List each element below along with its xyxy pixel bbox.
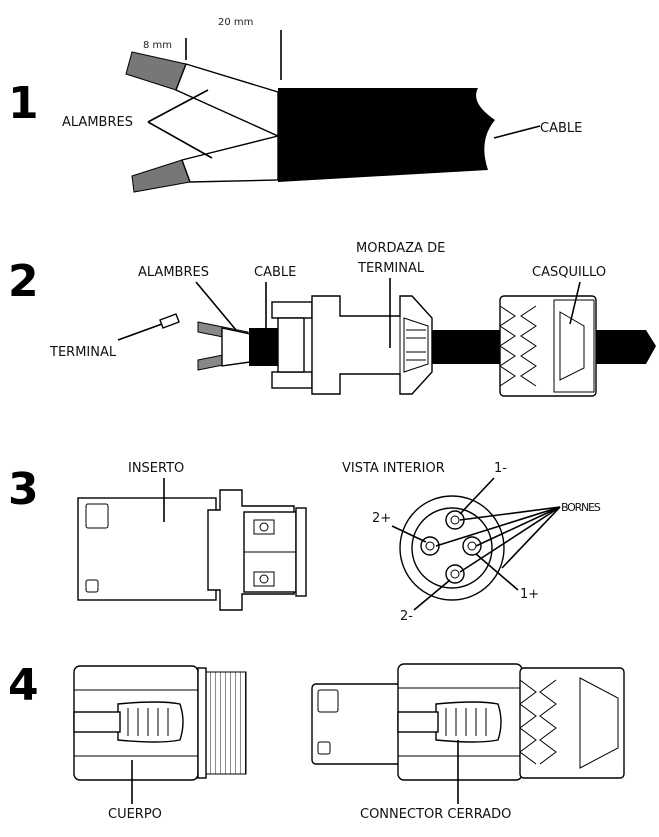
mordaza-label-line1: MORDAZA DE [356,241,445,256]
alambres-leader-lower [147,121,213,159]
alambres-leader-upper [147,89,209,123]
step-number-2: 2 [8,256,39,307]
alambres-label: ALAMBRES [62,115,133,130]
step-number-4: 4 [8,660,39,711]
lower-wire-insulation [181,135,279,183]
upper-wire-conductor [125,51,187,91]
terminal-leader [117,323,163,341]
pin-2-plus-leader [391,525,427,543]
casquillo-label: CASQUILLO [532,265,606,280]
insert-piece [77,489,307,611]
cuerpo-label: CUERPO [108,807,162,822]
pin-2-minus-leader [413,579,451,611]
pin-1-plus-label: 1+ [520,587,539,602]
pin-1-minus-leader [459,477,495,515]
alambres-label-step2: ALAMBRES [138,265,209,280]
cable-label-step2: CABLE [254,265,296,280]
mordaza-label-line2: TERMINAL [357,261,425,276]
vista-interior-label: VISTA INTERIOR [342,461,445,476]
pin-2-minus-label: 2- [400,609,413,624]
step-number-3: 3 [8,464,39,515]
lower-wire-conductor [131,159,191,193]
connector-cerrado-label: CONNECTOR CERRADO [360,807,511,822]
bornes-leaders [435,506,561,573]
terminal-label: TERMINAL [49,345,117,360]
step-3: 3 INSERTO [8,461,602,624]
cable-leader [493,125,541,139]
cable-step2-mid [432,330,502,364]
alambres-leader-step2 [195,281,237,331]
step-2: 2 [8,241,656,397]
connector-body [73,665,247,781]
cable-jacket [278,88,495,182]
interior-view [399,495,505,601]
terminal-pin [159,313,180,329]
terminal-jaw [271,295,433,395]
step-number-1: 1 [8,78,39,129]
dim-8mm-label: 8 mm [143,40,172,51]
step-1: 1 20 mm 8 mm ALAMBRES CABLE [8,17,582,193]
pin-2-plus-label: 2+ [372,511,391,526]
step-4: 4 CUERPO [8,660,625,822]
casquillo-leader [569,281,581,325]
pin-1-plus-leader [475,553,519,591]
casquillo-nut [499,295,597,397]
bornes-label: BORNES [561,501,601,514]
upper-wire-insulation [175,63,279,138]
cable-step2-end [596,330,656,364]
wire-insulation-step2 [221,327,251,367]
inserto-label: INSERTO [128,461,184,476]
dim-20mm-label: 20 mm [218,17,253,28]
cable-label: CABLE [540,121,582,136]
cable-stub [249,328,279,366]
closed-connector [311,663,625,781]
pin-1-minus-label: 1- [494,461,507,476]
